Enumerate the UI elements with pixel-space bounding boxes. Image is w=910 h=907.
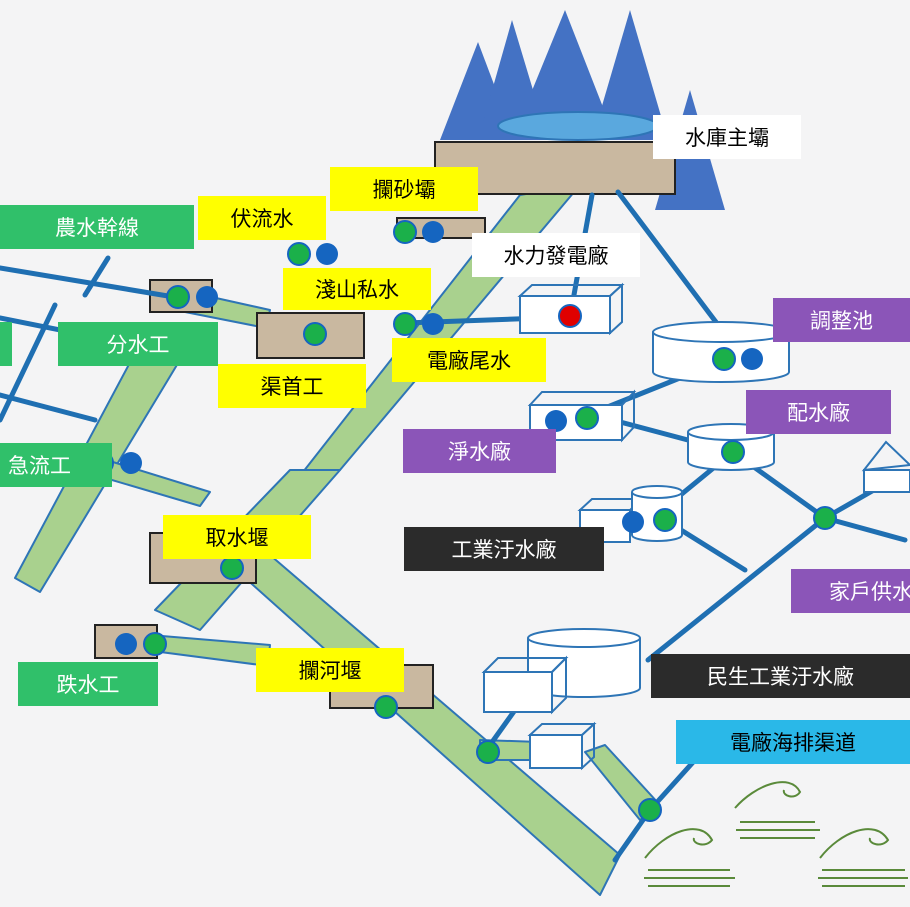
generator-red-dot [558,304,582,328]
nodes-green [90,220,837,822]
label-diversion: 分水工 [58,322,218,366]
label-regulating-pond: 調整池 [773,298,910,342]
house-shape [861,440,910,493]
label-rapid-flow: 急流工 [0,443,112,487]
wwtp-tank [527,628,641,698]
distribution-tank [687,423,775,471]
label-intake-weir: 取水堰 [163,515,311,559]
label-water-plant: 淨水廠 [403,429,556,473]
label-tailwater: 電廠尾水 [392,338,546,382]
label-agri-trunk: 農水幹線 [0,205,194,249]
label-drop-structure: 跌水工 [18,662,158,706]
label-asayama: 淺山私水 [283,268,431,310]
label-household-supply: 家戶供水 [791,569,910,613]
label-river-weir: 攔河堰 [256,648,404,692]
reservoir-lake [497,111,659,141]
outfall-building [527,721,597,771]
label-civil-industrial-wwtp: 民生工業汙水廠 [651,654,910,698]
label-underflow: 伏流水 [198,196,326,240]
label-sediment-dam: 攔砂壩 [330,167,478,211]
sea-waves [644,781,908,887]
label-distribution-plant: 配水廠 [746,390,891,434]
nodes-blue [115,221,763,655]
label-dam-main: 水庫主壩 [653,115,801,159]
label-industrial-wwtp: 工業汙水廠 [404,527,604,571]
label-left-edge [0,322,12,366]
wwtp-building [481,655,569,715]
label-sea-outfall: 電廠海排渠道 [676,720,910,764]
label-hydro-plant: 水力發電廠 [472,233,640,277]
label-canal-head: 渠首工 [218,364,366,408]
